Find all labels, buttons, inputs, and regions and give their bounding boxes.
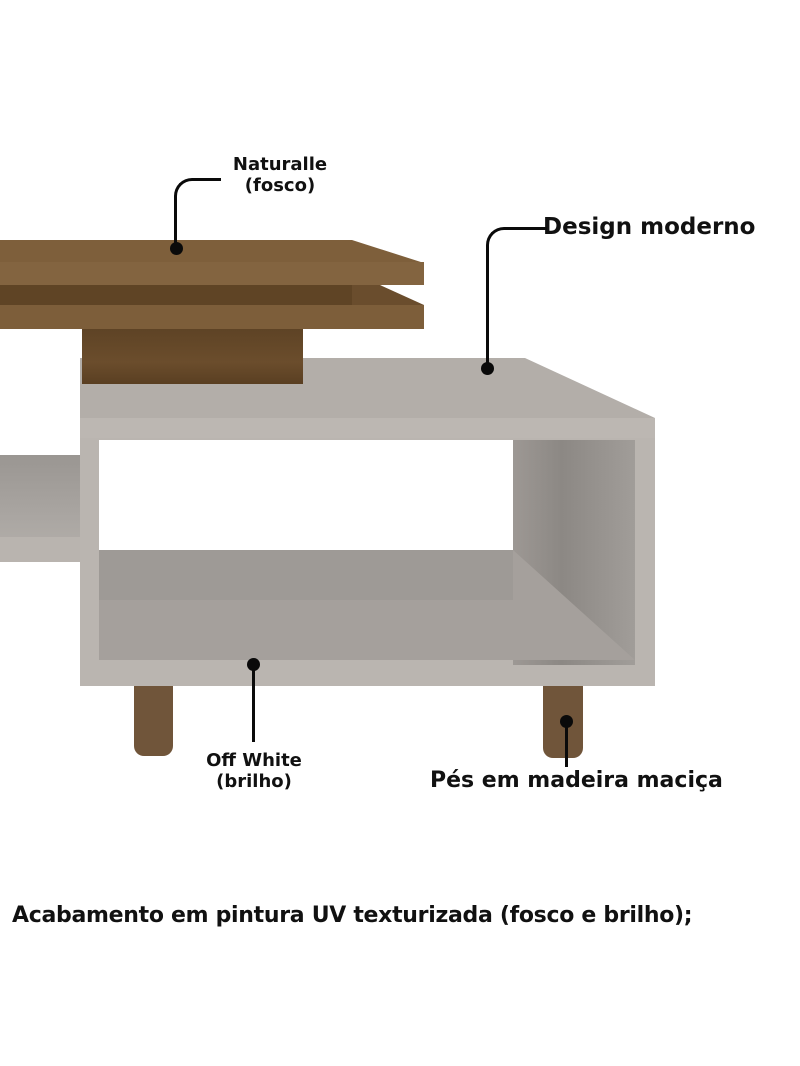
leg-left [134,686,173,756]
left-shelf-edge [0,537,80,562]
callout-naturalle-label: Naturalle (fosco) [232,154,328,196]
callout-pes-label: Pés em madeira maciça [430,768,723,793]
wood-base-block [82,329,303,384]
cabinet-upper-opening [99,440,513,550]
caption-text: Acabamento em pintura UV texturizada (fo… [12,903,693,928]
callout-pes-line [565,721,568,767]
callout-offwhite-label: Off White (brilho) [206,750,302,792]
callout-design-dot [481,362,494,375]
callout-design-label: Design moderno [543,214,756,240]
callout-offwhite-line [252,664,255,742]
callout-design-line [486,227,547,368]
callout-naturalle-dot [170,242,183,255]
callout-naturalle-line [174,178,221,249]
